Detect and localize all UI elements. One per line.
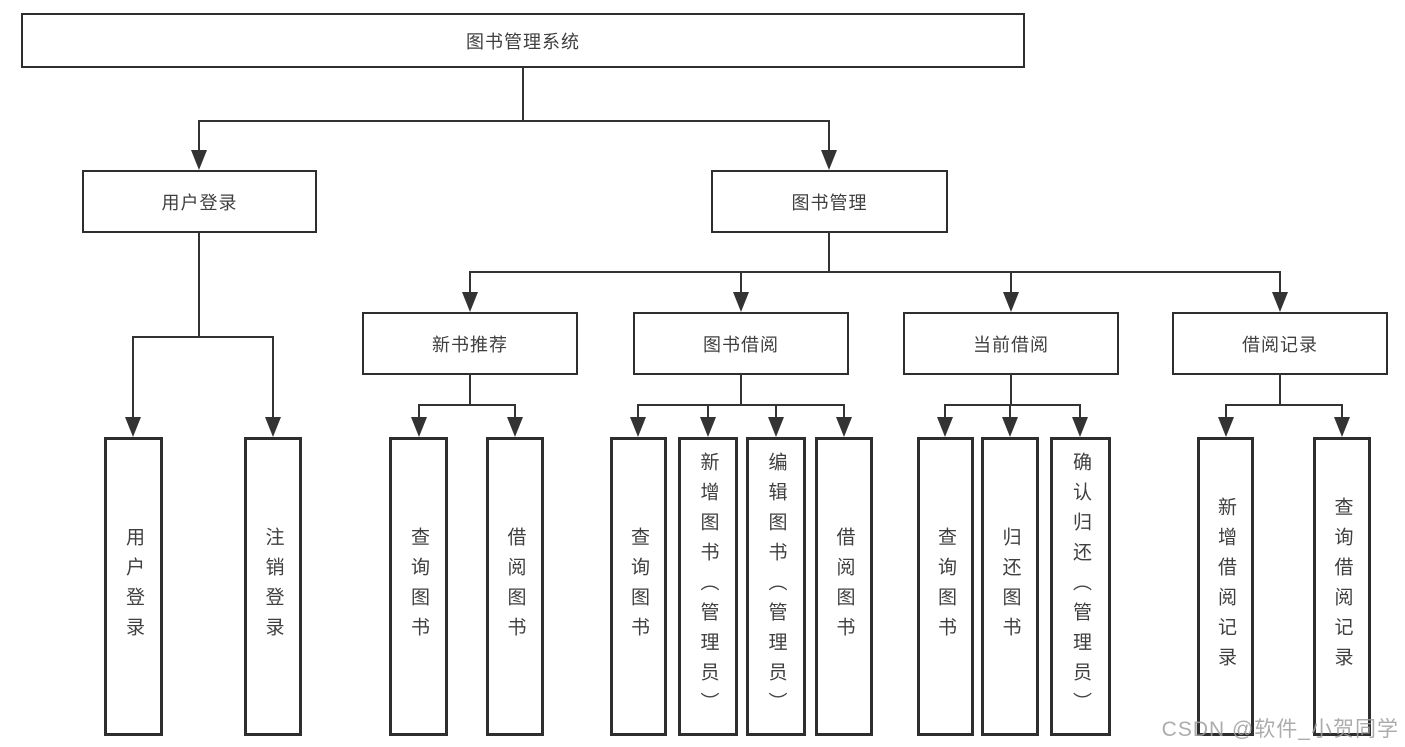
watermark-text: CSDN @软件_小贺同学 — [1161, 718, 1399, 741]
connector-to-new-book — [469, 271, 471, 293]
arrow-leaf — [937, 417, 953, 437]
node-label: 图书借阅 — [703, 334, 779, 355]
connector-book-borrowing-split — [637, 404, 845, 406]
arrow-to-book-borrowing — [733, 292, 749, 312]
node-logout: 注销登录 — [244, 437, 302, 736]
node-label: 用户登录 — [161, 192, 238, 213]
node-query-borrow-record: 查询借阅记录 — [1313, 437, 1371, 736]
node-label: 确认归还（管理员） — [1070, 451, 1091, 722]
arrow-leaf — [1002, 417, 1018, 437]
connector-to-book-borrowing — [740, 271, 742, 293]
arrow-leaf — [1072, 417, 1088, 437]
connector-user-login-stem — [198, 233, 200, 338]
connector-leaf-stem — [1341, 404, 1343, 418]
arrow-leaf — [507, 417, 523, 437]
connector-leaf-stem — [843, 404, 845, 418]
connector-user-login-split — [132, 336, 274, 338]
connector-leaf-stem — [1009, 404, 1011, 418]
connector-new-book-split — [418, 404, 516, 406]
connector-current-borrowing-split — [944, 404, 1081, 406]
node-label: 新增图书（管理员） — [697, 451, 719, 722]
arrow-leaf — [1218, 417, 1234, 437]
connector-leaf-stem — [775, 404, 777, 418]
node-book-borrowing: 图书借阅 — [633, 312, 849, 375]
arrow-leaf — [768, 417, 784, 437]
node-library-management-system: 图书管理系统 — [21, 13, 1025, 68]
node-label: 新书推荐 — [432, 334, 508, 355]
arrow-leaf — [411, 417, 427, 437]
node-label: 用户登录 — [123, 526, 144, 647]
arrow-to-user-login — [191, 150, 207, 170]
connector-leaf-stem — [707, 404, 709, 418]
connector-leaf-stem — [1225, 404, 1227, 418]
connector-new-book-stem — [469, 373, 471, 406]
connector-leaf-stem — [1079, 404, 1081, 418]
node-label: 注销登录 — [262, 526, 284, 647]
node-user-login-branch: 用户登录 — [82, 170, 317, 233]
arrow-leaf — [700, 417, 716, 437]
node-query-books-borrowing: 查询图书 — [610, 437, 667, 736]
node-add-book-admin: 新增图书（管理员） — [678, 437, 738, 736]
node-label: 图书管理系统 — [466, 31, 580, 52]
arrow-leaf — [836, 417, 852, 437]
node-label: 借阅图书 — [504, 526, 526, 647]
node-query-books-recommend: 查询图书 — [389, 437, 448, 736]
arrow-to-current-borrowing — [1003, 292, 1019, 312]
node-label: 查询借阅记录 — [1331, 496, 1353, 677]
arrow-to-leaf-login — [125, 417, 141, 437]
node-edit-book-admin: 编辑图书（管理员） — [746, 437, 806, 736]
node-borrow-books-borrowing: 借阅图书 — [815, 437, 873, 736]
node-current-borrowing: 当前借阅 — [903, 312, 1119, 375]
connector-to-borrowing-records — [1279, 271, 1281, 293]
arrow-to-borrowing-records — [1272, 292, 1288, 312]
connector-leaf-stem — [637, 404, 639, 418]
connector-leaf-stem — [514, 404, 516, 418]
connector-to-leaf-logout — [272, 336, 274, 418]
node-label: 新增借阅记录 — [1215, 496, 1236, 677]
node-confirm-return-admin: 确认归还（管理员） — [1050, 437, 1111, 736]
node-book-management-branch: 图书管理 — [711, 170, 948, 233]
arrow-to-book-management — [821, 150, 837, 170]
connector-leaf-stem — [418, 404, 420, 418]
connector-to-user-login — [198, 120, 200, 152]
node-borrowing-records: 借阅记录 — [1172, 312, 1388, 375]
connector-to-current-borrowing — [1010, 271, 1012, 293]
node-borrow-books-recommend: 借阅图书 — [486, 437, 544, 736]
node-label: 借阅图书 — [833, 526, 855, 647]
node-new-book-recommendation: 新书推荐 — [362, 312, 578, 375]
connector-to-book-management — [828, 120, 830, 152]
node-return-books: 归还图书 — [981, 437, 1039, 736]
connector-borrowing-records-stem — [1279, 373, 1281, 406]
connector-root-stem — [522, 68, 524, 122]
connector-to-leaf-login — [132, 336, 134, 418]
node-label: 查询图书 — [935, 526, 956, 647]
arrow-to-new-book — [462, 292, 478, 312]
connector-leaf-stem — [944, 404, 946, 418]
arrow-to-leaf-logout — [265, 417, 281, 437]
node-user-login: 用户登录 — [104, 437, 163, 736]
node-add-borrow-record: 新增借阅记录 — [1197, 437, 1254, 736]
node-label: 借阅记录 — [1242, 334, 1318, 355]
connector-borrowing-records-split — [1225, 404, 1343, 406]
node-label: 图书管理 — [791, 192, 868, 213]
connector-current-borrowing-stem — [1010, 373, 1012, 406]
node-label: 查询图书 — [408, 526, 429, 647]
connector-book-management-stem — [828, 232, 830, 273]
node-label: 归还图书 — [999, 526, 1021, 647]
connector-book-borrowing-stem — [740, 373, 742, 406]
connector-book-management-split — [469, 271, 1281, 273]
arrow-leaf — [630, 417, 646, 437]
node-label: 编辑图书（管理员） — [765, 451, 787, 722]
connector-root-split — [198, 120, 830, 122]
node-query-books-current: 查询图书 — [917, 437, 974, 736]
node-label: 当前借阅 — [973, 334, 1049, 355]
arrow-leaf — [1334, 417, 1350, 437]
node-label: 查询图书 — [628, 526, 649, 647]
